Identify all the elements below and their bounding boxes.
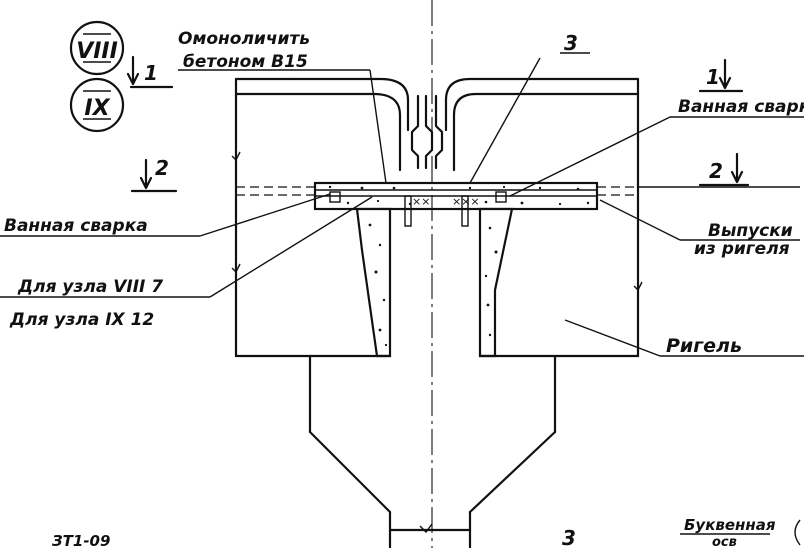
section-mark-2-right: 2 bbox=[698, 152, 750, 187]
svg-text:××: ×× bbox=[412, 195, 430, 208]
section-mark-3-bottom: 3 bbox=[562, 526, 576, 548]
label-outlets-1: Выпуски bbox=[708, 221, 793, 241]
label-outlets-2: из ригеля bbox=[694, 239, 790, 259]
svg-text:×××: ××× bbox=[452, 195, 480, 208]
label-bath-weld-left: Ванная сварка bbox=[4, 216, 148, 236]
label-concrete-2: бетоном В15 bbox=[183, 52, 308, 72]
section-mark-1-right: 1 bbox=[698, 58, 744, 93]
section-mark-2-left: 2 bbox=[130, 156, 178, 193]
leader-lines bbox=[0, 52, 804, 546]
upper-structure bbox=[231, 77, 643, 358]
label-concrete-1: Омоноличить bbox=[178, 29, 310, 49]
monolithic-joint: ×× ××× bbox=[236, 181, 800, 227]
label-bath-weld-right: Ванная сварка bbox=[678, 97, 804, 117]
node-marker-ix-label: IX bbox=[84, 96, 110, 121]
node-marker-viii: VIII bbox=[69, 20, 125, 76]
node-marker-viii-label: VIII bbox=[76, 39, 118, 64]
section-mark-3-top: 3 bbox=[564, 31, 578, 55]
label-node-viii-note: Для узла VIII 7 bbox=[17, 277, 163, 297]
svg-text:3: 3 bbox=[564, 31, 578, 55]
svg-text:1: 1 bbox=[144, 61, 158, 85]
sheet-code: ЗТ1-09 bbox=[52, 532, 110, 548]
svg-text:2: 2 bbox=[155, 156, 169, 180]
section-mark-1-left: 1 bbox=[126, 55, 174, 89]
svg-text:3: 3 bbox=[562, 526, 576, 548]
svg-text:1: 1 bbox=[706, 65, 720, 89]
label-node-ix-note: Для узла IX 12 bbox=[9, 310, 154, 330]
label-letter-2: осв bbox=[712, 535, 737, 548]
beam-stems bbox=[355, 207, 514, 358]
label-beam: Ригель bbox=[666, 335, 742, 357]
lower-structure bbox=[234, 354, 640, 548]
svg-text:2: 2 bbox=[709, 159, 723, 183]
node-marker-ix: IX bbox=[69, 77, 125, 133]
label-letter-1: Буквенная bbox=[684, 516, 776, 534]
